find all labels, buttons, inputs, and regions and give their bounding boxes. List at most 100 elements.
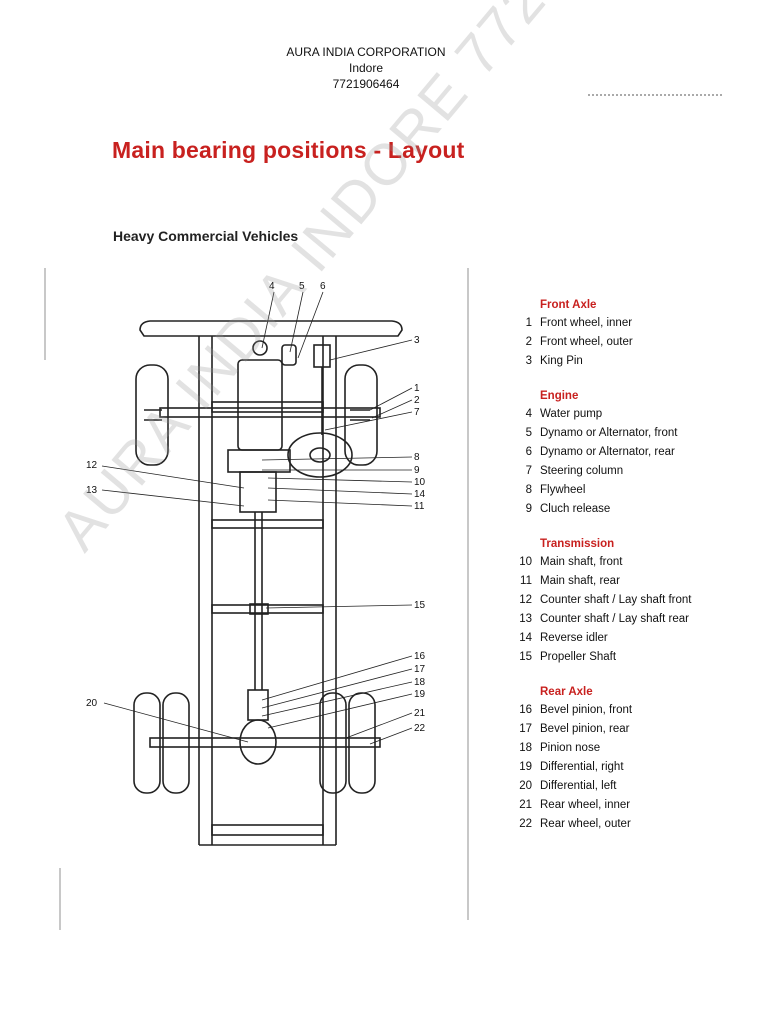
legend-item: 18 Pinion nose (510, 739, 750, 758)
legend-num: 18 (519, 742, 532, 754)
page-title: Main bearing positions - Layout (112, 137, 465, 163)
legend-engine-title: Engine (540, 390, 579, 402)
callout-7: 7 (414, 407, 420, 418)
legend-label: Flywheel (540, 484, 586, 496)
callout-numbers: 4 5 6 3 1 2 7 8 9 10 14 11 12 13 15 16 1… (86, 281, 426, 734)
callout-19: 19 (414, 689, 426, 700)
legend-label: Bevel pinion, front (540, 704, 633, 716)
legend-num: 14 (519, 632, 532, 644)
legend-item: 8 Flywheel (510, 481, 750, 500)
callout-21: 21 (414, 708, 426, 719)
gearbox (239, 471, 277, 513)
legend-label: Rear wheel, inner (540, 799, 631, 811)
legend-num: 20 (519, 780, 532, 792)
gearbox-housing (227, 449, 291, 473)
legend-item: 3 King Pin (510, 352, 750, 371)
callout-6: 6 (320, 281, 326, 292)
legend-label: Dynamo or Alternator, front (540, 427, 678, 439)
legend-item: 7 Steering column (510, 462, 750, 481)
callout-17: 17 (414, 664, 426, 675)
legend-item: 12 Counter shaft / Lay shaft front (510, 591, 750, 610)
legend-label: Main shaft, rear (540, 575, 620, 587)
front-bumper (139, 320, 403, 337)
scan-artifact-line (588, 94, 722, 96)
legend-num: 9 (525, 503, 532, 515)
legend-item: 15 Propeller Shaft (510, 648, 750, 667)
legend-item: 5 Dynamo or Alternator, front (510, 424, 750, 443)
legend-item: 4 Water pump (510, 405, 750, 424)
legend-num: 11 (520, 575, 532, 587)
centre-bearing (249, 603, 269, 615)
legend-label: Water pump (540, 408, 603, 420)
legend-num: 12 (519, 594, 532, 606)
callout-15: 15 (414, 600, 426, 611)
callout-1: 1 (414, 383, 420, 394)
legend-transmission-title: Transmission (540, 538, 615, 550)
legend-label: Steering column (540, 465, 624, 477)
callout-18: 18 (414, 677, 426, 688)
diagram-subtitle: Heavy Commercial Vehicles (113, 228, 299, 244)
callout-14: 14 (414, 489, 426, 500)
leader-lines (101, 291, 413, 745)
legend-num: 8 (525, 484, 532, 496)
legend-rear-axle-title: Rear Axle (540, 686, 593, 698)
differential-housing (239, 719, 277, 765)
legend-label: Differential, left (540, 780, 617, 792)
legend-num: 15 (519, 651, 532, 663)
callout-20: 20 (86, 698, 98, 709)
legend-item: 11 Main shaft, rear (510, 572, 750, 591)
legend-num: 1 (525, 317, 532, 329)
callout-10: 10 (414, 477, 426, 488)
legend-label: Main shaft, front (540, 556, 623, 568)
legend-label: Counter shaft / Lay shaft rear (540, 613, 689, 625)
callout-8: 8 (414, 452, 420, 463)
legend-label: Pinion nose (540, 742, 601, 754)
alternator (281, 344, 297, 366)
legend-num: 5 (525, 427, 532, 439)
legend-num: 6 (525, 446, 532, 458)
legend-num: 7 (525, 465, 532, 477)
legend-front-axle-title: Front Axle (540, 299, 597, 311)
legend-num: 13 (519, 613, 532, 625)
callout-16: 16 (414, 651, 426, 662)
legend-item: 10 Main shaft, front (510, 553, 750, 572)
legend-item: 13 Counter shaft / Lay shaft rear (510, 610, 750, 629)
front-axle-beam (159, 407, 381, 418)
legend-item: 21 Rear wheel, inner (510, 796, 750, 815)
legend-item: 14 Reverse idler (510, 629, 750, 648)
legend-num: 16 (519, 704, 532, 716)
legend-num: 21 (519, 799, 532, 811)
company-phone: 7721906464 (332, 77, 400, 91)
legend-num: 4 (525, 408, 532, 420)
pinion-housing (247, 689, 269, 721)
rear-right-tyre-inner (319, 692, 347, 794)
legend-num: 19 (519, 761, 532, 773)
legend-label: Propeller Shaft (540, 651, 617, 663)
callout-11: 11 (414, 501, 425, 512)
steering-wheel (287, 432, 353, 478)
callout-3: 3 (414, 335, 420, 346)
callout-13: 13 (86, 485, 98, 496)
callout-22: 22 (414, 723, 426, 734)
engine-block (237, 359, 283, 451)
legend-item: 16 Bevel pinion, front (510, 701, 750, 720)
company-city: Indore (348, 61, 384, 75)
legend-label: Reverse idler (540, 632, 608, 644)
steering-box (313, 344, 331, 368)
legend-num: 22 (519, 818, 532, 830)
legend-label: Counter shaft / Lay shaft front (540, 594, 692, 606)
legend-num: 3 (525, 355, 532, 367)
legend-num: 2 (525, 336, 532, 348)
legend-label: King Pin (540, 355, 583, 367)
legend-num: 10 (519, 556, 532, 568)
callout-4: 4 (269, 281, 275, 292)
